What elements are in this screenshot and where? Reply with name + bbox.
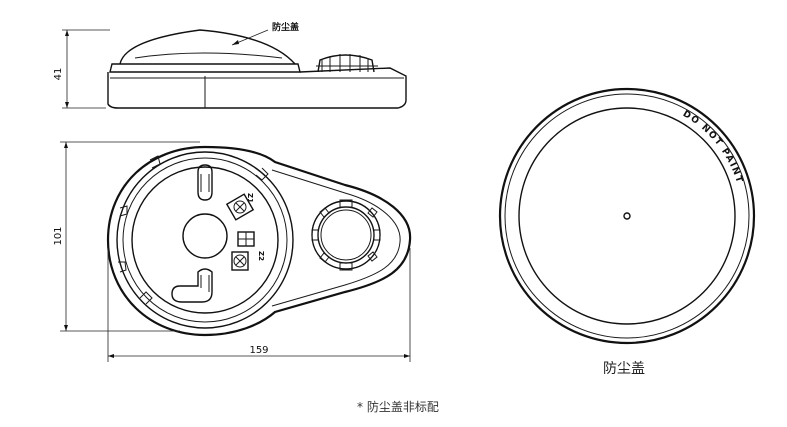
terminal-top: Z1	[225, 193, 255, 221]
mounting-slot-top	[197, 164, 213, 201]
svg-text:Z1: Z1	[246, 193, 254, 203]
dust-cover-inner-ring	[518, 107, 736, 325]
dust-cover-caption: 防尘盖	[603, 361, 645, 377]
dust-cover-center-mark	[623, 212, 631, 220]
side-terminal	[316, 54, 378, 73]
top-view: Z1 Z2	[53, 141, 412, 362]
terminal-bottom: Z2	[231, 251, 265, 271]
side-view: 防尘盖 41	[53, 21, 407, 109]
callout-label: 防尘盖	[272, 21, 299, 33]
side-height-dimension: 41	[53, 68, 64, 81]
center-hole	[182, 213, 228, 259]
terminal-middle	[237, 231, 255, 247]
round-body-inner	[131, 166, 279, 314]
mounting-slot-bottom	[171, 268, 213, 303]
dust-cover-view: DO NOT PAINT	[498, 87, 756, 345]
right-connector	[311, 199, 381, 271]
top-width-dimension: 159	[249, 345, 268, 356]
side-base-body	[107, 67, 407, 109]
base-outline	[106, 145, 412, 337]
svg-text:Z2: Z2	[257, 251, 265, 261]
side-dust-cover-dome	[119, 29, 296, 65]
dust-cover-outer-ring	[498, 87, 756, 345]
round-body-outer	[116, 151, 294, 329]
top-height-dimension: 101	[53, 226, 64, 245]
footnote: * 防尘盖非标配	[357, 400, 439, 414]
